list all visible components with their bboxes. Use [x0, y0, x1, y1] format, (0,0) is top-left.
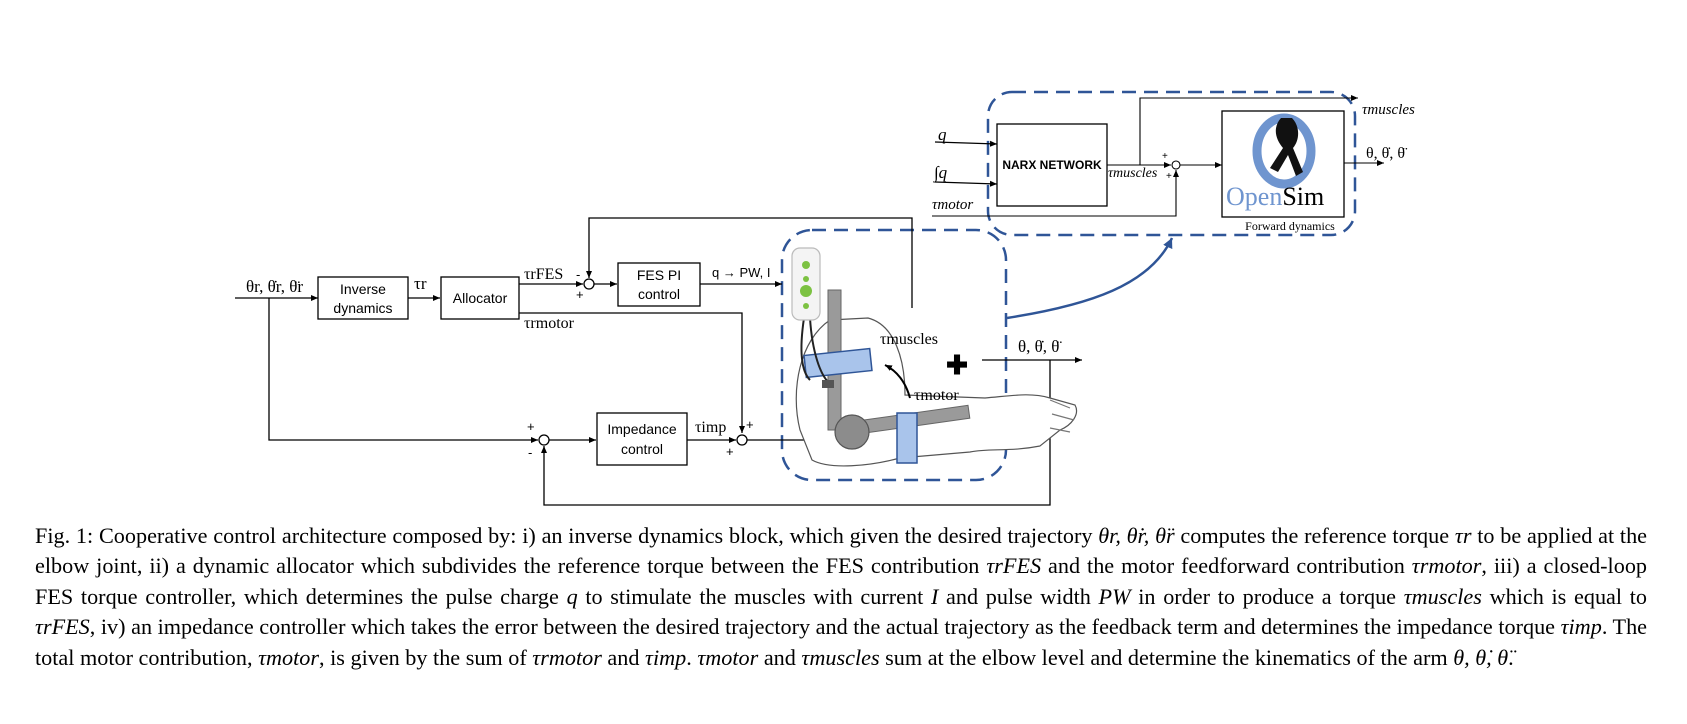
caption-label: Fig. 1: [35, 523, 94, 548]
tau-motor-arm-label: τmotor [914, 387, 959, 404]
arm-system-dashed-box [780, 228, 1008, 482]
narx-tau-muscles-label: τmuscles [1108, 166, 1158, 181]
fes-pi-control-block: FES PI control [617, 262, 701, 307]
tau-muscles-arm-label: τmuscles [880, 331, 938, 348]
allocator-block: Allocator [440, 276, 520, 320]
forward-dynamics-label: Forward dynamics [1245, 219, 1335, 233]
tau-r-label: τr [414, 274, 427, 293]
figure-caption: Fig. 1: Cooperative control architecture… [35, 523, 1648, 670]
tau-rfes-label: τrFES [524, 266, 563, 283]
svg-text:-: - [528, 445, 532, 460]
svg-text:control: control [621, 441, 663, 457]
out-kinematics-label: θ, θ̇, θ̈ [1366, 145, 1408, 162]
fes-summing-junction [583, 278, 595, 290]
input-trajectory-label: θr, θ̇r, θ̈r [246, 277, 303, 296]
plus-icon: ✚ [946, 350, 968, 380]
impedance-summing-junction [538, 434, 550, 446]
motor-summing-junction [736, 434, 748, 446]
output-kinematics-label: θ, θ̇, θ̈ [1018, 337, 1062, 356]
narx-q-label: q [938, 125, 947, 144]
narx-network-block: NARX NETWORK [996, 123, 1108, 207]
impedance-control-block: Impedance control [596, 412, 688, 466]
svg-text:Allocator: Allocator [453, 290, 508, 306]
svg-text:NARX NETWORK: NARX NETWORK [1002, 158, 1102, 172]
elbow-joint [834, 414, 870, 450]
opensim-block: OpenSim [1221, 110, 1345, 218]
forearm-cuff [896, 412, 918, 464]
tau-imp-label: τimp [695, 419, 726, 436]
svg-text:Inverse: Inverse [340, 281, 386, 297]
q-to-pw-label: q → PW, I [712, 265, 771, 280]
svg-text:Impedance: Impedance [607, 421, 676, 437]
out-tau-muscles-label: τmuscles [1362, 102, 1415, 118]
fes-stimulator-device [791, 247, 821, 321]
svg-text:control: control [638, 286, 680, 302]
svg-text:FES PI: FES PI [637, 267, 681, 283]
svg-text:+: + [746, 417, 754, 432]
narx-tau-motor-label: τmotor [932, 197, 973, 213]
svg-text:-: - [576, 267, 580, 282]
svg-text:+: + [1166, 171, 1172, 182]
narx-summing-junction [1171, 160, 1181, 170]
control-architecture-diagram: θr, θ̇r, θ̈r Inverse dynamics τr Allocat… [235, 90, 1415, 506]
svg-text:+: + [1162, 151, 1168, 162]
svg-text:+: + [726, 444, 734, 459]
svg-text:OpenSim: OpenSim [1226, 182, 1324, 211]
arm-illustration [791, 247, 1078, 467]
narx-intq-label: ∫q [933, 163, 948, 183]
motor-torque-arrow [884, 364, 911, 399]
svg-text:dynamics: dynamics [333, 300, 392, 316]
inverse-dynamics-block: Inverse dynamics [317, 276, 409, 320]
svg-text:+: + [527, 419, 535, 434]
model-link-arrow [1006, 237, 1174, 320]
svg-text:+: + [576, 287, 584, 302]
tau-rmotor-label: τrmotor [524, 315, 575, 332]
